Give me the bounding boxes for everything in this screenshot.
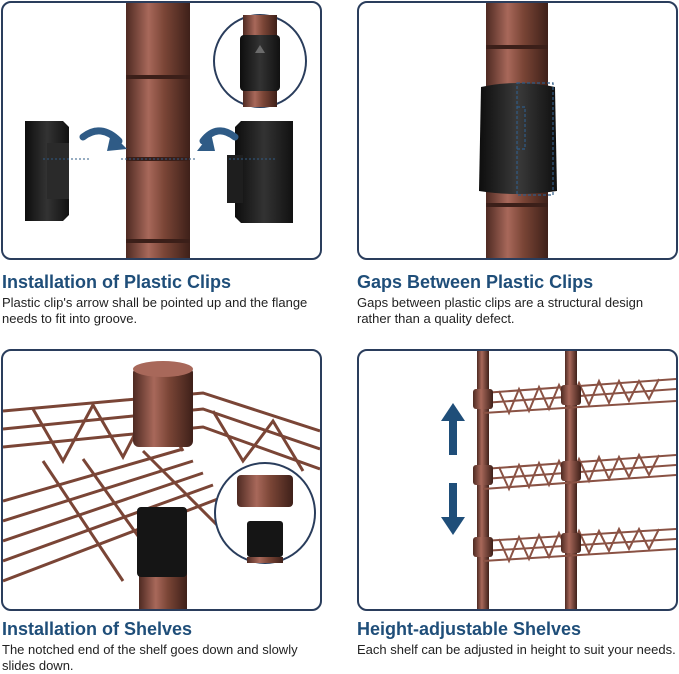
section-description-3: The notched end of the shelf goes down a…	[2, 642, 298, 673]
clip-pair	[479, 83, 557, 194]
shelf-installation-illustration	[3, 361, 320, 609]
section-description-1: Plastic clip's arrow shall be pointed up…	[2, 295, 308, 326]
clip-gap-highlight	[516, 82, 554, 196]
section-description-4: Each shelf can be adjusted in height to …	[357, 642, 676, 657]
pole	[126, 3, 190, 258]
clip-installation-illustration	[25, 3, 307, 258]
panel-clip-gaps	[357, 1, 678, 260]
height-adjustable-illustration	[441, 351, 676, 609]
left-clip	[25, 121, 91, 221]
pole-groove	[126, 75, 190, 79]
panel-height-adjustable	[357, 349, 678, 611]
pole-collar	[133, 367, 193, 447]
pole-groove	[126, 239, 190, 243]
panel-clip-installation	[1, 1, 322, 260]
section-title-2: Gaps Between Plastic Clips	[357, 272, 594, 292]
down-arrow-icon	[441, 483, 465, 535]
wire-shelf	[482, 378, 676, 564]
up-arrow-icon	[441, 403, 465, 455]
clip-zoom-circle	[213, 14, 307, 108]
section-title-3: Installation of Shelves	[2, 619, 193, 639]
right-clip	[227, 121, 293, 223]
panel-shelf-installation	[1, 349, 322, 611]
section-title-4: Height-adjustable Shelves	[357, 619, 582, 639]
section-description-2: Gaps between plastic clips are a structu…	[357, 295, 644, 326]
clip-gaps-illustration	[479, 3, 557, 258]
section-title-1: Installation of Plastic Clips	[2, 272, 232, 292]
clip	[137, 507, 187, 577]
shelf-zoom-circle	[214, 462, 316, 564]
curved-arrow-icon	[199, 127, 239, 145]
